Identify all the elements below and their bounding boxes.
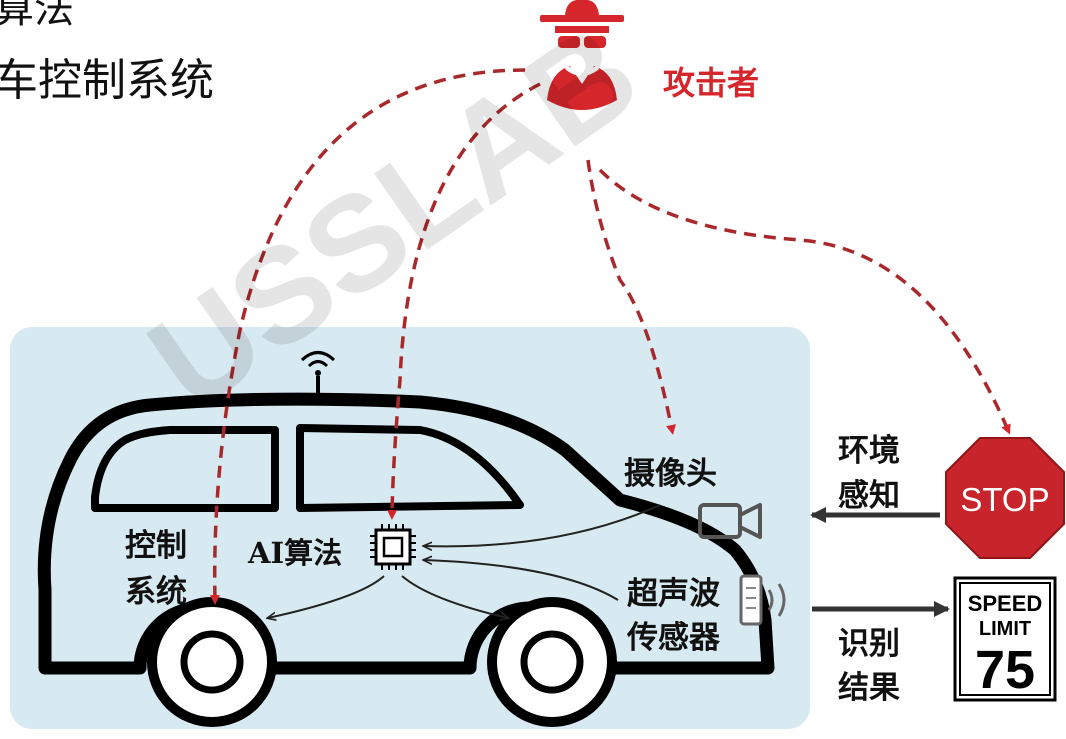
stop-sign-text: STOP <box>960 481 1049 518</box>
speed-sign-value: 75 <box>975 640 1035 700</box>
attacker-label: 攻击者 <box>663 64 760 102</box>
stop-sign-icon: STOP <box>945 437 1065 559</box>
wifi-antenna-icon <box>300 351 336 398</box>
attacker-icon <box>540 0 624 110</box>
front-wheel <box>147 597 277 727</box>
attack-paths <box>209 68 1011 605</box>
rear-wheel <box>487 597 617 727</box>
ultrasonic-label-2: 传感器 <box>627 620 720 656</box>
control-label-2: 系统 <box>125 574 187 610</box>
header-line-2: 车控制系统 <box>0 55 214 106</box>
perception-label-1: 环境 <box>838 433 900 469</box>
camera-label: 摄像头 <box>624 456 717 492</box>
camera-icon <box>698 503 762 539</box>
speed-sign-line1: SPEED <box>968 591 1043 616</box>
perception-arrows <box>810 507 950 617</box>
ultrasonic-label-1: 超声波 <box>627 576 720 612</box>
data-flow-arrows <box>268 504 661 618</box>
ultrasonic-sensor-icon <box>739 574 786 626</box>
speed-limit-sign-icon: SPEED LIMIT 75 <box>953 576 1057 702</box>
control-label-1: 控制 <box>125 528 187 564</box>
ai-algorithm-label: AI算法 <box>248 536 343 570</box>
watermark: USSLAB <box>123 0 664 438</box>
chip-icon <box>370 524 416 570</box>
speed-sign-line2: LIMIT <box>979 618 1031 640</box>
result-label-1: 识别 <box>838 626 900 662</box>
perception-label-2: 感知 <box>838 478 900 514</box>
header-line-1: 算法 <box>0 0 74 32</box>
result-label-2: 结果 <box>838 670 900 706</box>
